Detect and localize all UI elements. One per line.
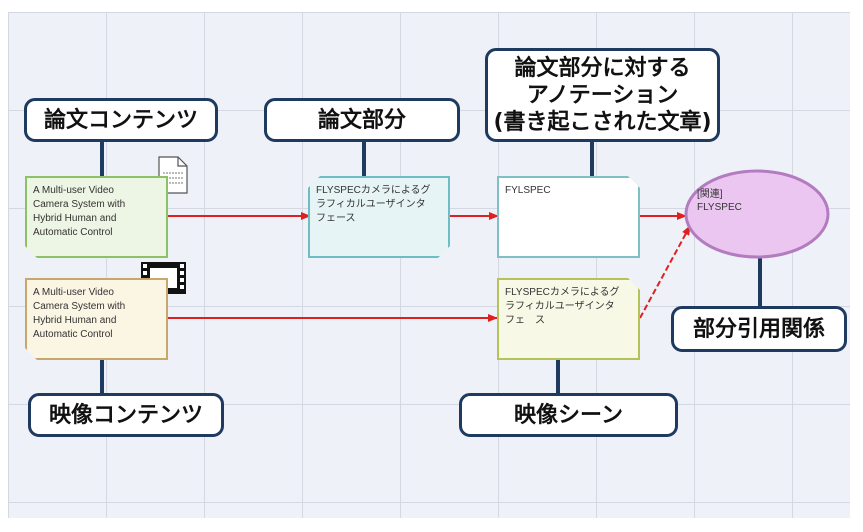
callout-paper-part: 論文部分 [264,98,460,142]
relation-ellipse[interactable] [684,169,830,259]
callout-paper-content: 論文コンテンツ [24,98,218,142]
video-scene-node[interactable]: FLYSPECカメラによるグ ラフィカルユーザインタ フェ ス [497,278,640,360]
paper-content-node[interactable]: A Multi-user Video Camera System with Hy… [25,176,168,258]
callout-partial-citation: 部分引用関係 [671,306,847,352]
arrow-scene-to-relation [639,225,691,319]
callout-video-content: 映像コンテンツ [28,393,224,437]
annotation-node[interactable]: FYLSPEC [497,176,640,258]
relation-text: [関連] FLYSPEC [697,189,742,213]
callout-connectors [100,140,762,395]
callout-annotation: 論文部分に対する アノテーション (書き起こされた文章) [485,48,720,142]
video-content-node[interactable]: A Multi-user Video Camera System with Hy… [25,278,168,360]
paper-part-node[interactable]: FLYSPECカメラによるグ ラフィカルユーザインタ フェース [308,176,450,258]
callout-video-scene: 映像シーン [459,393,678,437]
